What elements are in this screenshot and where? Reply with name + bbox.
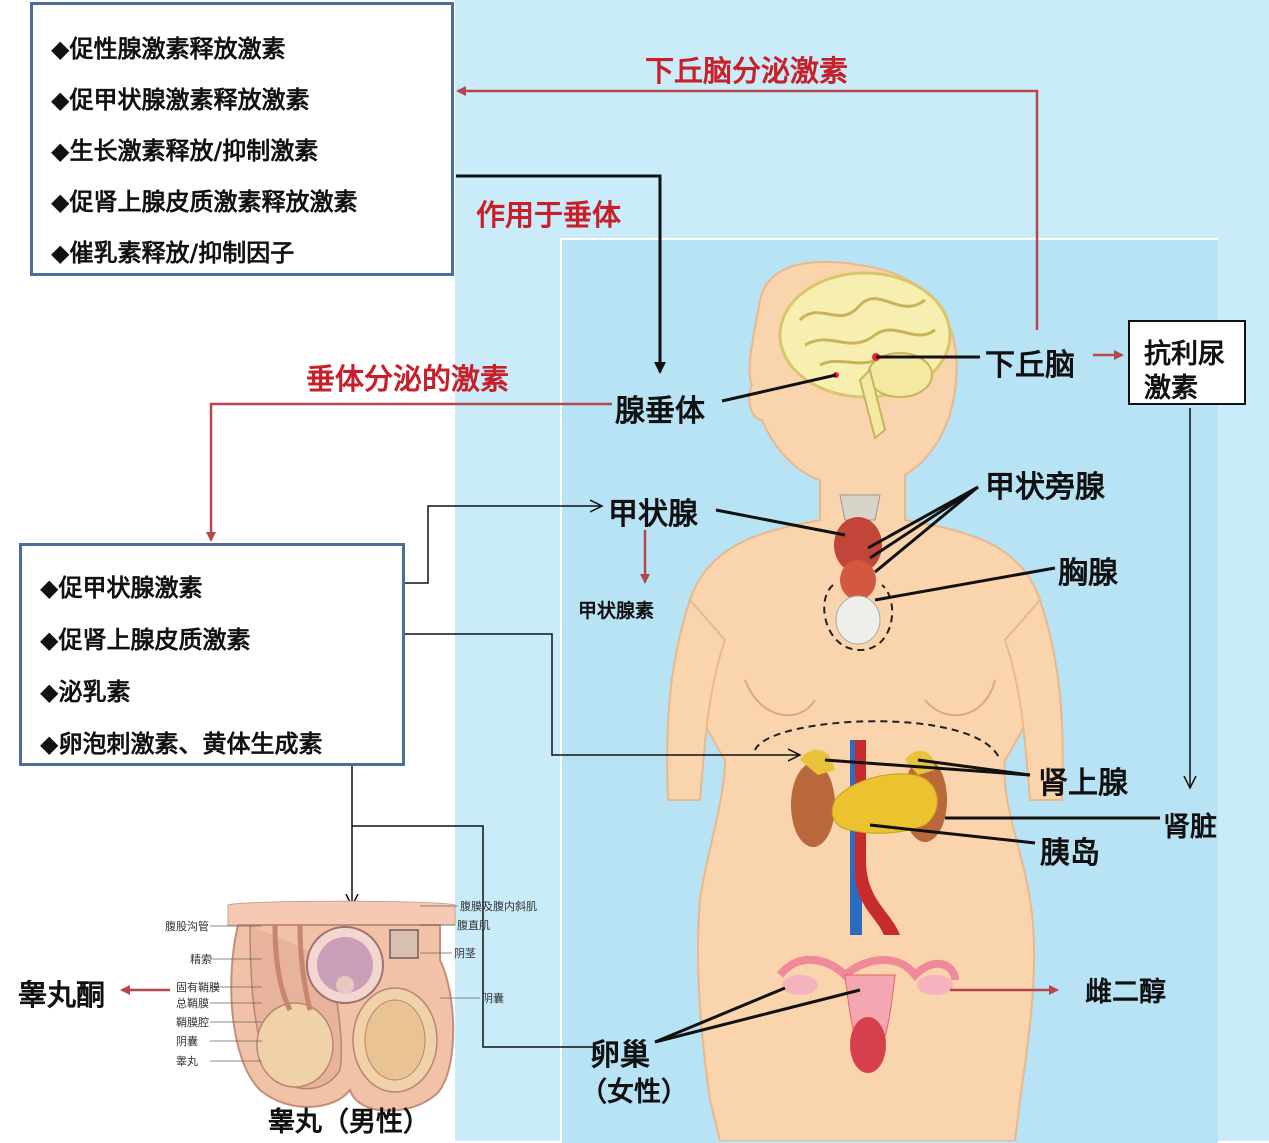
testis-anatomy-label: 腹股沟管 bbox=[165, 920, 209, 933]
hypothalamus-secretion-label: 下丘脑分泌激素 bbox=[645, 54, 849, 88]
thyroid-thymus bbox=[823, 494, 894, 652]
testis-anatomy-label: 精索 bbox=[190, 953, 212, 966]
adh-box: 抗利尿 激素 bbox=[1128, 320, 1246, 405]
pituitary-hormone-box: ◆促甲状腺激素 ◆促肾上腺皮质激素 ◆泌乳素 ◆卵泡刺激素、黄体生成素 bbox=[19, 543, 405, 766]
leader-lines bbox=[654, 355, 1160, 1044]
testis-anatomy-label: 睾丸 bbox=[176, 1055, 198, 1068]
hypothalamic-hormone-item: ◆催乳素释放/抑制因子 bbox=[51, 239, 295, 267]
abdominal-organs bbox=[791, 740, 947, 935]
parathyroid-label: 甲状旁腺 bbox=[985, 470, 1105, 505]
ovary-note-label: （女性） bbox=[580, 1077, 688, 1108]
testis-anatomy-label: 总鞘膜 bbox=[176, 997, 209, 1010]
thyroid-label: 甲状腺 bbox=[608, 497, 698, 532]
testis-anatomy-label: 腹直肌 bbox=[457, 919, 490, 932]
body-silhouette bbox=[666, 260, 1064, 1141]
pancreatic-islet-label: 胰岛 bbox=[1040, 836, 1100, 871]
ovary-label: 卵巢 bbox=[590, 1038, 650, 1073]
testosterone-label: 睾丸酮 bbox=[18, 978, 106, 1012]
testis-anatomy-label: 鞘膜腔 bbox=[176, 1016, 209, 1029]
hypothalamic-hormone-item: ◆促肾上腺皮质激素释放激素 bbox=[51, 188, 358, 216]
testis-illustration bbox=[210, 900, 480, 1112]
hypothalamic-hormone-item: ◆生长激素释放/抑制激素 bbox=[51, 137, 319, 165]
estradiol-label: 雌二醇 bbox=[1085, 977, 1166, 1008]
brain bbox=[778, 271, 952, 440]
pituitary-label: 腺垂体 bbox=[615, 394, 705, 429]
pituitary-hormone-item: ◆促甲状腺激素 bbox=[40, 574, 203, 602]
testis-anatomy-label: 固有鞘膜 bbox=[176, 981, 220, 994]
hypothalamic-hormone-box: ◆促性腺激素释放激素 ◆促甲状腺激素释放激素 ◆生长激素释放/抑制激素 ◆促肾上… bbox=[30, 2, 454, 276]
thymus-label: 胸腺 bbox=[1058, 556, 1118, 591]
pituitary-hormone-item: ◆促肾上腺皮质激素 bbox=[40, 626, 251, 654]
uterus-ovaries bbox=[776, 955, 959, 1073]
adh-label-line1: 抗利尿 bbox=[1144, 339, 1225, 370]
testis-anatomy-label: 阴茎 bbox=[454, 947, 476, 960]
testis-anatomy-label: 阴囊 bbox=[176, 1035, 198, 1048]
pituitary-hormone-item: ◆泌乳素 bbox=[40, 678, 131, 706]
arrow-acts-on-pituitary bbox=[456, 174, 666, 374]
adh-label-line2: 激素 bbox=[1144, 373, 1198, 404]
hypothalamic-hormone-item: ◆促性腺激素释放激素 bbox=[51, 35, 286, 63]
thyroxine-label: 甲状腺素 bbox=[578, 600, 655, 622]
kidney-label: 肾脏 bbox=[1163, 812, 1217, 843]
red-arrows bbox=[120, 86, 1124, 995]
testis-caption: 睾丸（男性） bbox=[268, 1107, 430, 1138]
adrenal-label: 肾上腺 bbox=[1038, 766, 1128, 801]
testis-anatomy-label: 阴囊 bbox=[482, 992, 504, 1005]
acts-on-pituitary-label: 作用于垂体 bbox=[476, 198, 622, 232]
hypothalamus-label: 下丘脑 bbox=[985, 348, 1075, 383]
testis-anatomy-label: 腹膜及腹内斜肌 bbox=[460, 900, 537, 913]
pituitary-hormone-item: ◆卵泡刺激素、黄体生成素 bbox=[40, 730, 323, 758]
hypothalamic-hormone-item: ◆促甲状腺激素释放激素 bbox=[51, 86, 310, 114]
pituitary-secretion-label: 垂体分泌的激素 bbox=[306, 362, 510, 396]
